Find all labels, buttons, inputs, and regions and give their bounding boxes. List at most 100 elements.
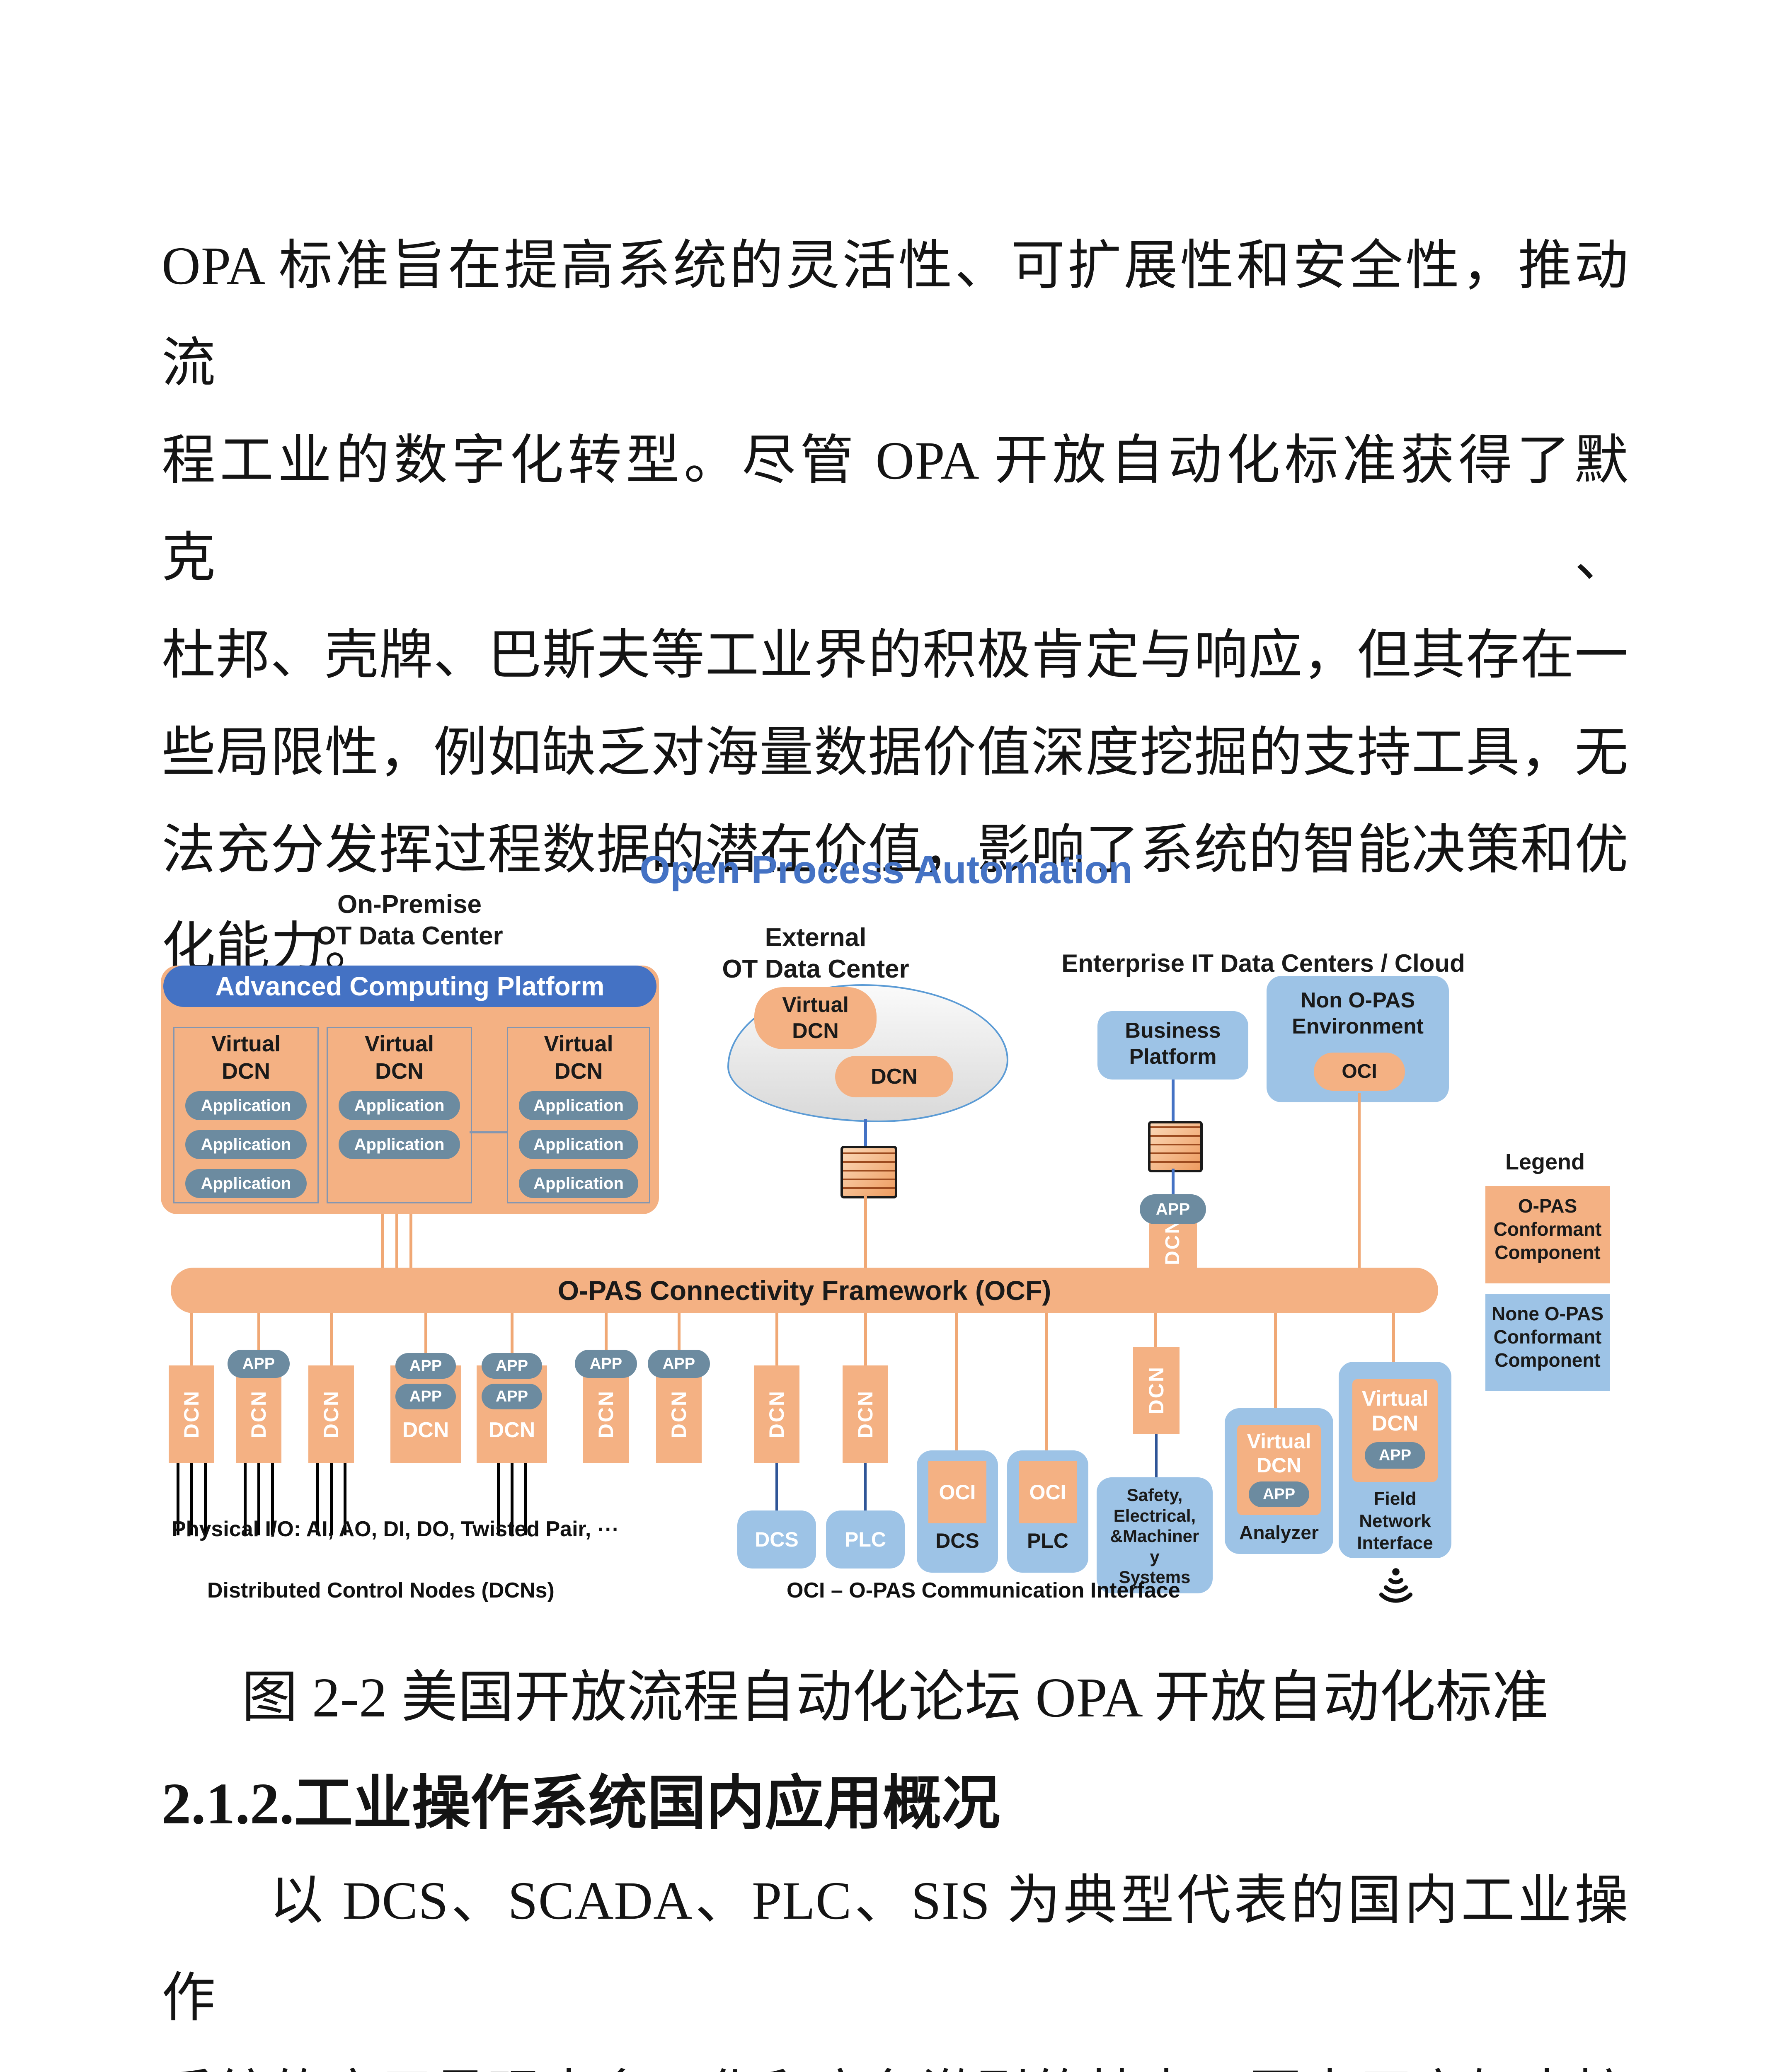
- oci-dcs-box: OCI DCS: [917, 1450, 998, 1573]
- connector-line: [1358, 1093, 1361, 1268]
- dcn-label: DCN: [854, 1389, 877, 1439]
- paragraph-line: OPA 标准旨在提高系统的灵活性、可扩展性和安全性，推动流: [162, 236, 1629, 393]
- paragraph-line: 程工业的数字化转型。尽管 OPA 开放自动化标准获得了默克、: [162, 431, 1629, 588]
- external-heading: External OT Data Center: [722, 923, 909, 983]
- ocf-bar: O-PAS Connectivity Framework (OCF): [171, 1268, 1438, 1313]
- paragraph-line: 杜邦、壳牌、巴斯夫等工业界的积极肯定与响应，但其存在一: [162, 626, 1629, 685]
- connector-line: [1392, 1313, 1395, 1362]
- firewall-icon: [1148, 1121, 1203, 1172]
- virtual-dcn-label: Virtual DCN: [544, 1031, 613, 1084]
- physical-io-note: Physical I/O: AI, AO, DI, DO, Twisted Pa…: [172, 1517, 619, 1541]
- safety-systems-box: Safety, Electrical, &Machiner y Systems: [1097, 1477, 1213, 1593]
- firewall-icon: [841, 1146, 897, 1198]
- connector-line: [864, 1463, 867, 1510]
- connector-line: [1155, 1434, 1158, 1477]
- connector-line: [424, 1313, 427, 1365]
- oci-plc-box: OCI PLC: [1007, 1450, 1088, 1573]
- non-opas-oci-pill: OCI: [1314, 1053, 1405, 1091]
- connector-line: [678, 1313, 681, 1365]
- app-pill: APP: [395, 1384, 456, 1409]
- connector-line: [409, 1214, 412, 1268]
- application-pill: Application: [185, 1130, 307, 1159]
- app-pill: APP: [1365, 1442, 1425, 1469]
- connector-line: [775, 1313, 778, 1365]
- dcn-node: DCN: [308, 1365, 354, 1463]
- application-pill: Application: [519, 1091, 638, 1120]
- dcn-label: DCN: [180, 1389, 203, 1439]
- dcn-label: DCN: [488, 1418, 535, 1442]
- dcn-node: DCN: [754, 1365, 799, 1463]
- virtual-dcn-label: Virtual DCN: [211, 1031, 281, 1084]
- app-pill: APP: [482, 1353, 542, 1379]
- application-pill: Application: [339, 1091, 460, 1120]
- paragraph-line: 法充分发挥过程数据的潜在价值，影响了系统的智能决策和优: [162, 821, 1629, 880]
- figure-caption: 图 2-2 美国开放流程自动化论坛 OPA 开放自动化标准: [241, 1667, 1549, 1729]
- virtual-dcn-column: Virtual DCN Application Application Appl…: [173, 1027, 319, 1203]
- connector-line: [864, 1119, 867, 1146]
- io-line: [316, 1463, 319, 1535]
- dcn-label: DCN: [320, 1389, 343, 1439]
- safety-dcn-node: DCN: [1133, 1347, 1180, 1434]
- wifi-icon: [1373, 1567, 1419, 1609]
- application-pill: Application: [519, 1130, 638, 1159]
- app-pill: APP: [228, 1350, 290, 1378]
- connector-line: [511, 1313, 514, 1365]
- io-line: [177, 1463, 179, 1535]
- connector-line: [1154, 1313, 1157, 1347]
- field-network-interface-box: Virtual DCN APP Field Network Interface: [1339, 1362, 1451, 1558]
- dcn-label: DCN: [594, 1389, 618, 1439]
- business-platform-box: Business Platform: [1097, 1011, 1248, 1080]
- dcn-node: DCN: [169, 1365, 214, 1463]
- dcn-node-wide: APP APP DCN: [390, 1353, 461, 1463]
- dcn-label: DCN: [247, 1389, 270, 1439]
- on-premise-heading: On-Premise OT Data Center: [316, 890, 503, 950]
- application-pill: Application: [185, 1091, 307, 1120]
- io-line: [344, 1463, 346, 1535]
- connector-line: [1172, 1080, 1175, 1121]
- ocf-bar-label: O-PAS Connectivity Framework (OCF): [557, 1275, 1051, 1306]
- connector-line: [395, 1214, 398, 1268]
- io-line: [330, 1463, 333, 1535]
- paragraph-line: 系统的应用呈现出多元化和竞争激烈的特点。国内厂商如中控: [162, 2047, 1629, 2072]
- app-pill: APP: [1249, 1481, 1309, 1507]
- connector-line: [330, 1313, 333, 1365]
- connector-line: [775, 1463, 778, 1510]
- analyzer-label: Analyzer: [1239, 1522, 1319, 1543]
- advanced-computing-platform-header: Advanced Computing Platform: [163, 966, 656, 1007]
- application-pill: Application: [185, 1169, 307, 1198]
- app-pill: APP: [482, 1384, 542, 1409]
- legend-non-opas-item: None O-PAS Conformant Component: [1485, 1294, 1610, 1391]
- connector-line: [605, 1313, 608, 1365]
- dcn-label: DCN: [667, 1389, 690, 1439]
- connector-line: [955, 1313, 958, 1450]
- paragraph-line: 些局限性，例如缺乏对海量数据价值深度挖掘的支持工具，无: [162, 723, 1629, 783]
- enterprise-heading: Enterprise IT Data Centers / Cloud: [1061, 949, 1465, 977]
- field-network-interface-label: Field Network Interface: [1357, 1489, 1433, 1554]
- connector-line: [1045, 1313, 1048, 1450]
- column-connector-line: [470, 1131, 507, 1133]
- dcn-node-wide: APP APP DCN: [477, 1353, 547, 1463]
- io-line: [497, 1463, 500, 1535]
- legend-title: Legend: [1505, 1150, 1585, 1174]
- oci-label: OCI: [928, 1461, 986, 1523]
- dcn-node: DCN: [236, 1365, 281, 1463]
- paragraph-2: 以 DCS、SCADA、PLC、SIS 为典型代表的国内工业操作 系统的应用呈现…: [162, 1852, 1629, 2072]
- virtual-dcn-column: Virtual DCN Application Application: [327, 1027, 472, 1203]
- connector-line: [1172, 1169, 1175, 1197]
- virtual-dcn-box: Virtual DCN APP: [1237, 1425, 1321, 1515]
- dcn-label: DCN: [765, 1389, 788, 1439]
- oci-label: OCI: [1019, 1461, 1077, 1523]
- figure-opa-diagram: Open Process Automation On-Premise OT Da…: [161, 837, 1625, 1616]
- dcn-node: DCN: [583, 1365, 629, 1463]
- io-line: [511, 1463, 514, 1535]
- analyzer-box: Virtual DCN APP Analyzer: [1225, 1408, 1333, 1554]
- virtual-dcn-label: Virtual DCN: [1361, 1387, 1429, 1435]
- application-pill: Application: [339, 1130, 460, 1159]
- connector-line: [381, 1214, 384, 1268]
- connector-line: [257, 1313, 260, 1365]
- plc-label: PLC: [1027, 1529, 1068, 1552]
- app-pill: APP: [648, 1350, 710, 1378]
- app-pill: APP: [395, 1353, 456, 1379]
- app-pill: APP: [575, 1350, 637, 1378]
- oci-note: OCI – O-PAS Communication Interface: [787, 1578, 1180, 1602]
